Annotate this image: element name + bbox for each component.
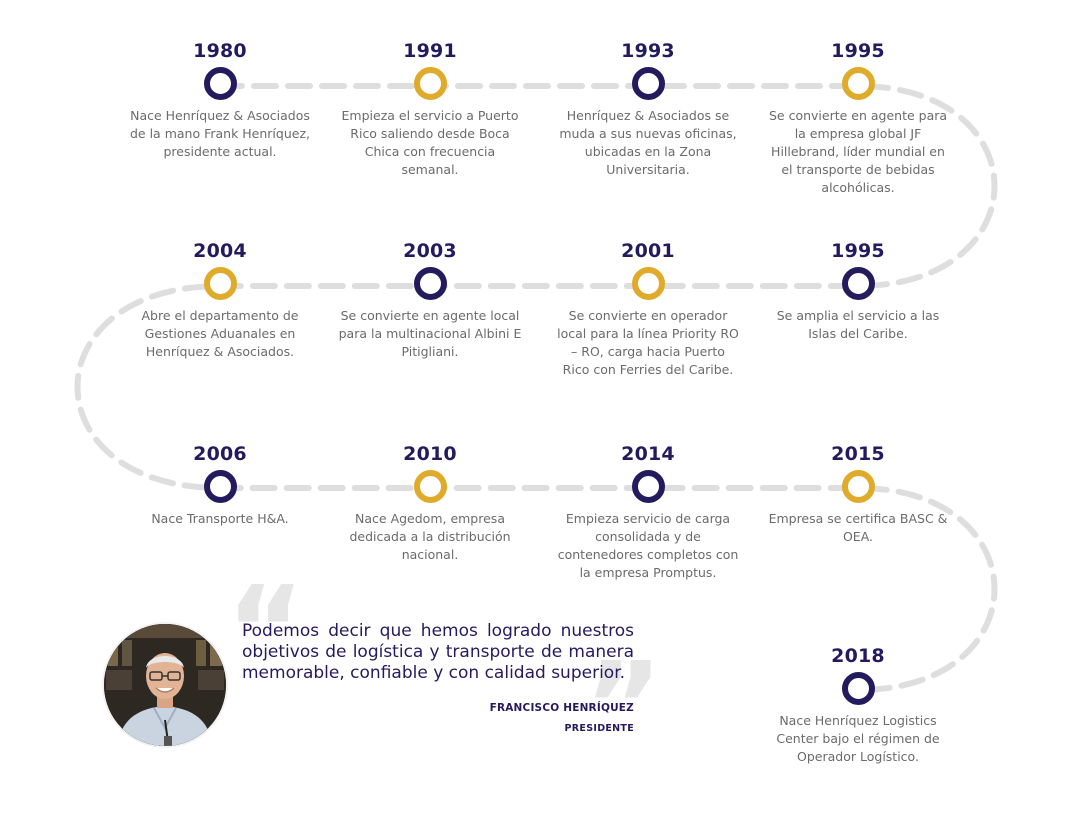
milestone-description: Se convierte en operador local para la l… [557,308,739,377]
milestone-description: Se convierte en agente local para la mul… [338,308,522,359]
milestone-year: 2003 [403,240,457,262]
quote-text: Podemos decir que hemos logrado nuestros… [242,621,634,683]
milestone-dot-icon [413,67,447,100]
milestone-year: 2004 [193,240,247,262]
milestone-description: Nace Transporte H&A. [151,511,289,526]
milestone-dot-icon [413,267,447,300]
portrait-image [104,624,226,746]
timeline-milestone: 2003 Se convierte en agente local para la… [338,240,522,361]
milestone-description: Empieza el servicio a Puerto Rico salien… [341,108,519,177]
milestone-year: 2018 [831,645,885,667]
milestone-description: Empresa se certifica BASC & OEA. [768,511,948,544]
milestone-description: Nace Henríquez Logistics Center bajo el … [776,713,940,764]
milestone-year: 2001 [621,240,675,262]
milestone-dot-icon [841,267,875,300]
milestone-description: Empieza servicio de carga consolidada y … [557,511,739,580]
milestone-year: 1995 [831,240,885,262]
milestone-description: Abre el departamento de Gestiones Aduana… [141,308,299,359]
milestone-description: Nace Agedom, empresa dedicada a la distr… [349,511,511,562]
milestone-dot-icon [631,267,665,300]
milestone-dot-icon [631,67,665,100]
milestone-dot-icon [841,672,875,705]
milestone-description: Nace Henríquez & Asociados de la mano Fr… [129,108,310,159]
quote-close-mark: ” [584,638,663,777]
milestone-dot-icon [841,470,875,503]
milestone-dot-icon [203,67,237,100]
quote-open-mark: “ [226,562,305,701]
quote-author: FRANCISCO HENRÍQUEZ [489,702,634,714]
milestone-year: 1995 [831,40,885,62]
quote-author-role: PRESIDENTE [564,723,634,734]
milestone-year: 2015 [831,443,885,465]
timeline-dashed-line [74,83,998,693]
milestone-year: 1991 [403,40,457,62]
milestone-dot-icon [203,470,237,503]
avatar [104,624,226,746]
timeline-milestone: 2001 Se convierte en operador local para … [556,240,740,379]
milestone-year: 1993 [621,40,675,62]
milestone-year: 2014 [621,443,675,465]
milestone-dot-icon [631,470,665,503]
milestone-year: 1980 [193,40,247,62]
milestone-dot-icon [203,267,237,300]
milestone-description: Se amplia el servicio a las Islas del Ca… [776,308,940,341]
timeline-milestone: 1995 Se convierte en agente para la empre… [766,40,950,197]
milestone-dot-icon [413,470,447,503]
milestone-year: 2010 [403,443,457,465]
milestone-description: Se convierte en agente para la empresa g… [768,108,948,195]
milestone-dot-icon [841,67,875,100]
milestone-description: Henríquez & Asociados se muda a sus nuev… [559,108,737,177]
milestone-year: 2006 [193,443,247,465]
timeline-milestone: 1995 Se amplia el servicio a las Islas de… [766,240,950,343]
